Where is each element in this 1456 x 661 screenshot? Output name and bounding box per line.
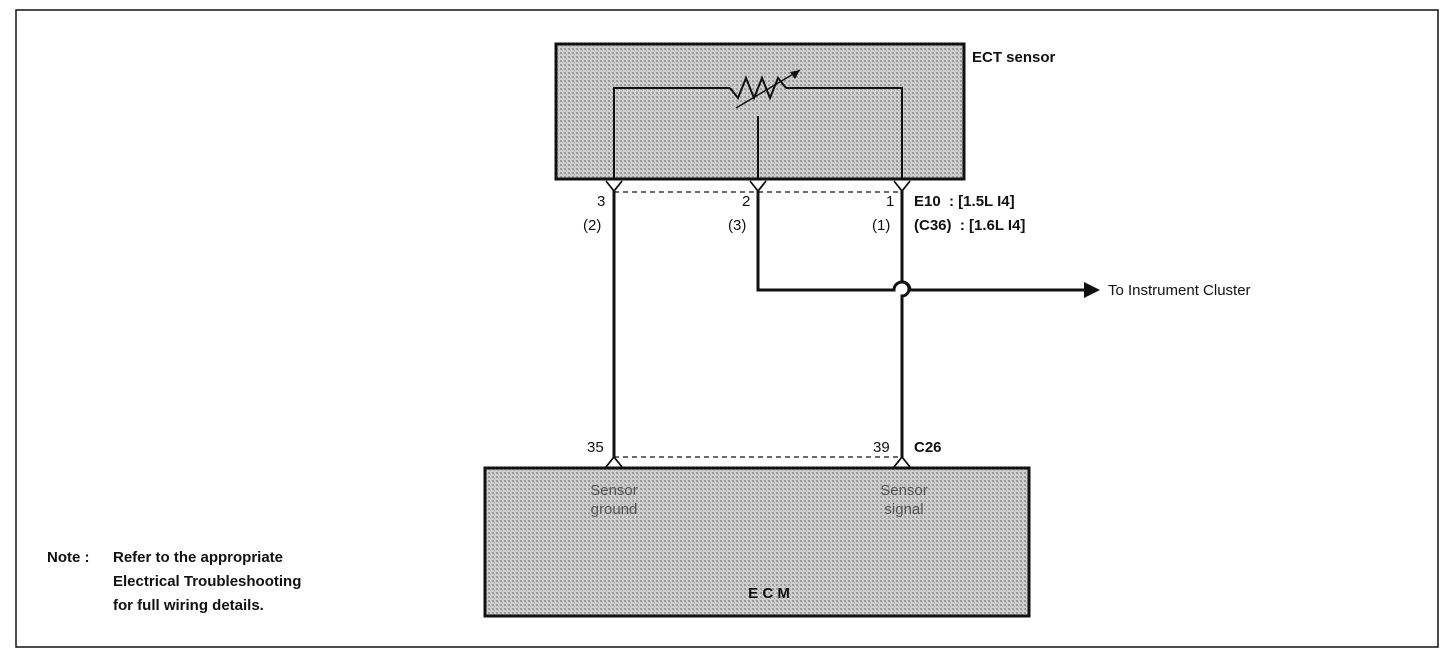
ecm-pin-number: 35 (587, 439, 604, 456)
sensor-connector-terminals (605, 180, 911, 193)
ecm-connector-terminals (605, 455, 911, 468)
ect-sensor-box (554, 42, 966, 181)
ect-sensor-label: ECT sensor (972, 49, 1056, 66)
thermistor-circuit (613, 75, 903, 180)
pin-number: 1 (886, 193, 894, 210)
ecm-label: E C M (748, 585, 790, 602)
arrow-right-icon (1084, 282, 1100, 298)
thermistor-arrow (735, 69, 801, 109)
ecm-pin-number: 39 (873, 439, 890, 456)
ecm-signal-label-line1: Sensor (880, 482, 928, 499)
ecm-signal-label-line2: signal (884, 501, 923, 518)
note-prefix: Note : (47, 549, 90, 566)
pin-number: 3 (597, 193, 605, 210)
ecm-ground-label-line2: ground (591, 501, 638, 518)
connector-code-c36: (C36) : [1.6L I4] (914, 217, 1025, 234)
ecm-box (483, 466, 1031, 618)
ecm-connector-code: C26 (914, 439, 942, 456)
cluster-wire (756, 191, 1084, 292)
connector-code-e10: E10 : [1.5L I4] (914, 193, 1015, 210)
note-line: Refer to the appropriate (113, 549, 283, 566)
pin-alt-number: (2) (583, 217, 601, 234)
wires (612, 191, 1084, 458)
ecm-ground-label-line1: Sensor (590, 482, 638, 499)
note-line: for full wiring details. (113, 597, 264, 614)
pin-alt-number: (1) (872, 217, 890, 234)
to-instrument-cluster-label: To Instrument Cluster (1108, 282, 1251, 299)
note-line: Electrical Troubleshooting (113, 573, 301, 590)
signal-wire (900, 191, 911, 458)
pin-alt-number: (3) (728, 217, 746, 234)
outer-frame (15, 9, 1439, 648)
pin-number: 2 (742, 193, 750, 210)
